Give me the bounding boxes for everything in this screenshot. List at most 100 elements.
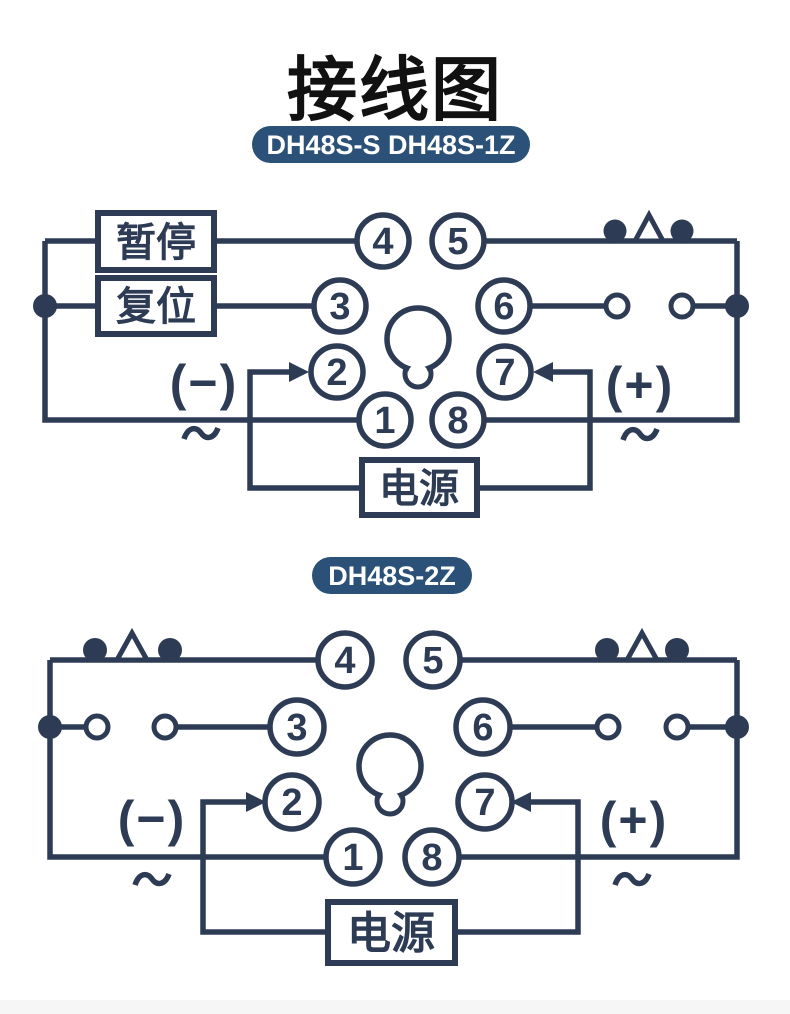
pause-box-frame [95, 210, 217, 273]
pin-7: 7 [455, 772, 515, 832]
reset-label: 复位 [116, 285, 196, 329]
d1-pause-box: 暂停 [95, 210, 217, 273]
diagram-dh48s-2z: 电源 4 5 3 6 2 7 1 [38, 627, 749, 966]
contact-triangle-icon [630, 209, 668, 244]
ac-symbol-icon [620, 426, 660, 442]
d2-pins: 4 5 3 6 2 7 1 8 [262, 630, 515, 887]
pin-5-number: 5 [422, 640, 443, 682]
open-terminal-icon [83, 713, 111, 741]
d1-pins: 4 5 3 6 2 7 1 8 [308, 212, 534, 449]
d2-relay-contact-right-icon [595, 627, 689, 663]
pin-1: 1 [356, 391, 414, 449]
d2-power-wire-right [455, 799, 581, 935]
pin-1-number: 1 [374, 400, 395, 442]
d1-no-contact-icon [603, 292, 696, 320]
keyhole-circle [384, 305, 452, 373]
pin-3-number: 3 [286, 707, 307, 749]
arrow-to-pin7-icon [533, 362, 553, 382]
pin-4: 4 [315, 630, 375, 690]
open-terminal-icon [668, 292, 696, 320]
junction-dot-icon [33, 294, 57, 318]
pin-2: 2 [262, 772, 322, 832]
contact-dot-icon [603, 219, 627, 243]
power-label: 电源 [379, 467, 459, 511]
pin-8-number: 8 [421, 837, 442, 879]
contact-triangle-icon [112, 627, 152, 663]
model-badge-dh48s-2z: DH48S-2Z [312, 557, 472, 594]
d2-no-contact-left-icon [83, 713, 179, 741]
d2-no-contact-right-icon [594, 713, 691, 741]
pin-4-number: 4 [372, 221, 393, 263]
d2-right-rail [459, 660, 740, 860]
ac-symbol-icon [132, 871, 172, 887]
arrow-to-pin2-icon [289, 362, 309, 382]
pin-7-number: 7 [494, 352, 515, 394]
pin-3: 3 [267, 697, 327, 757]
open-terminal-icon [663, 713, 691, 741]
pin-3: 3 [311, 277, 369, 335]
pause-label: 暂停 [116, 221, 196, 265]
pin-8: 8 [429, 391, 487, 449]
d1-socket-keyhole-icon [384, 305, 452, 390]
keyhole-join [408, 364, 428, 384]
contact-dot-icon [595, 638, 619, 662]
pin-2-number: 2 [326, 352, 347, 394]
contact-dot-icon [665, 638, 689, 662]
power-box-frame [325, 899, 458, 966]
d1-reset-box: 复位 [95, 275, 217, 337]
d1-power-wire-left [247, 369, 362, 491]
ac-symbol-icon [181, 425, 221, 441]
minus-label: (−) [118, 791, 187, 847]
junction-dot-icon [38, 715, 62, 739]
junction-dot-icon [725, 715, 749, 739]
bottom-strip [0, 1000, 790, 1014]
pin-2: 2 [308, 343, 366, 401]
d2-power-box: 电源 [325, 899, 458, 966]
d1-relay-contact-icon [603, 209, 694, 244]
d1-power-box: 电源 [359, 457, 480, 518]
d2-relay-contact-left-icon [83, 627, 182, 663]
reset-box-frame [95, 275, 217, 337]
pin-8-number: 8 [447, 400, 468, 442]
pin-6: 6 [475, 277, 533, 335]
model-badge-dh48s-s-1z: DH48S-S DH48S-1Z [252, 126, 530, 163]
pin-2-number: 2 [281, 782, 302, 824]
keyhole-circle [356, 732, 424, 800]
contact-dot-icon [158, 638, 182, 662]
pin-6-number: 6 [472, 707, 493, 749]
open-terminal-icon [603, 292, 631, 320]
diagram-dh48s-1z: 暂停 复位 电源 4 5 3 6 2 [33, 209, 749, 518]
arrow-to-pin2-icon [246, 792, 266, 812]
open-terminal-icon [151, 713, 179, 741]
d1-power-wire-right [477, 369, 593, 491]
power-box-frame [359, 457, 480, 518]
minus-label: (−) [170, 355, 239, 411]
pin-7-number: 7 [474, 782, 495, 824]
pin-5: 5 [429, 212, 487, 270]
arrow-to-pin7-icon [511, 792, 531, 812]
keyhole-join [380, 791, 400, 811]
plus-label: (+) [606, 357, 675, 413]
pin-4-number: 4 [334, 640, 355, 682]
plus-label: (+) [600, 792, 669, 848]
pin-5-number: 5 [447, 221, 468, 263]
contact-dot-icon [670, 219, 694, 243]
pin-4: 4 [354, 212, 412, 270]
pin-5: 5 [403, 630, 463, 690]
d2-power-wire-left [200, 799, 328, 935]
pin-1-number: 1 [342, 837, 363, 879]
pin-1: 1 [323, 827, 383, 887]
junction-dot-icon [725, 294, 749, 318]
open-terminal-icon [594, 713, 622, 741]
page-title: 接线图 [287, 51, 503, 129]
pin-6: 6 [453, 697, 513, 757]
d2-socket-keyhole-icon [356, 732, 424, 817]
d2-wires [47, 657, 740, 935]
pin-3-number: 3 [329, 286, 350, 328]
ac-symbol-icon [612, 871, 652, 887]
pin-8: 8 [402, 827, 462, 887]
pin-7: 7 [476, 343, 534, 401]
contact-triangle-icon [622, 627, 662, 663]
power-label: 电源 [347, 909, 435, 958]
